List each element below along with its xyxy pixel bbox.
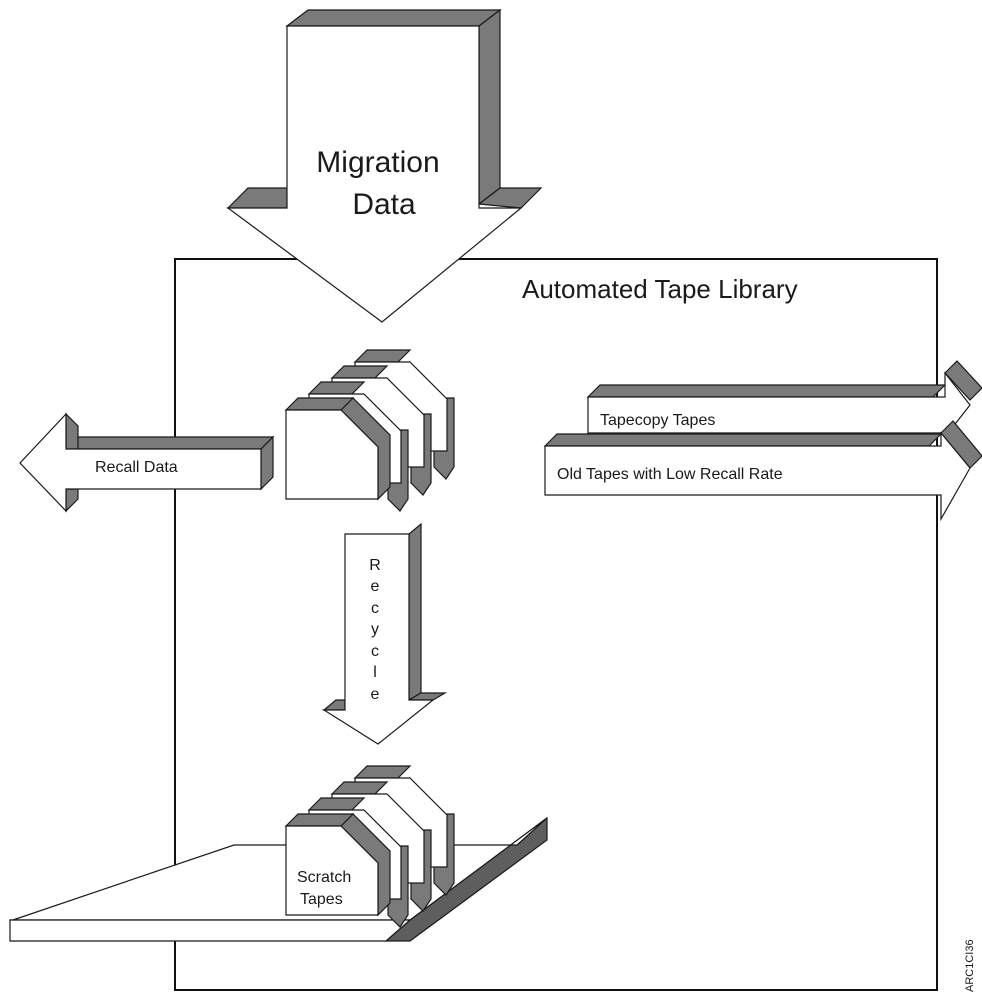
tapecopy-tapes-label: Tapecopy Tapes <box>600 412 715 429</box>
tape-stack-top <box>284 349 455 512</box>
library-title: Automated Tape Library <box>522 274 798 304</box>
figure-id: ARC1CI36 <box>964 939 976 992</box>
recycle-arrow: R e c y c l e <box>321 522 448 745</box>
library-frame <box>174 258 938 991</box>
old-tapes-arrow: Old Tapes with Low Recall Rate <box>543 420 982 522</box>
tape-stack-scratch: Scratch Tapes <box>284 765 455 928</box>
recycle-letter-l: l <box>373 664 377 681</box>
recycle-letter-c1: c <box>371 600 379 617</box>
recycle-letter-e2: e <box>371 686 380 703</box>
migration-label-line2: Data <box>352 188 416 221</box>
migration-data-arrow: Migration Data <box>226 8 543 323</box>
recall-data-arrow: Recall Data <box>19 412 275 513</box>
scratch-platform <box>9 816 548 942</box>
recycle-letter-e1: e <box>371 578 380 595</box>
recycle-letter-r: R <box>369 557 381 574</box>
scratch-label-line2: Tapes <box>300 891 343 908</box>
scratch-label-line1: Scratch <box>297 869 351 886</box>
recall-data-label: Recall Data <box>95 459 178 476</box>
recycle-letter-c2: c <box>371 643 379 660</box>
migration-label-line1: Migration <box>316 146 439 179</box>
tapecopy-tapes-arrow: Tapecopy Tapes <box>586 360 982 439</box>
old-tapes-label: Old Tapes with Low Recall Rate <box>557 466 783 483</box>
recycle-letter-y: y <box>371 621 379 638</box>
